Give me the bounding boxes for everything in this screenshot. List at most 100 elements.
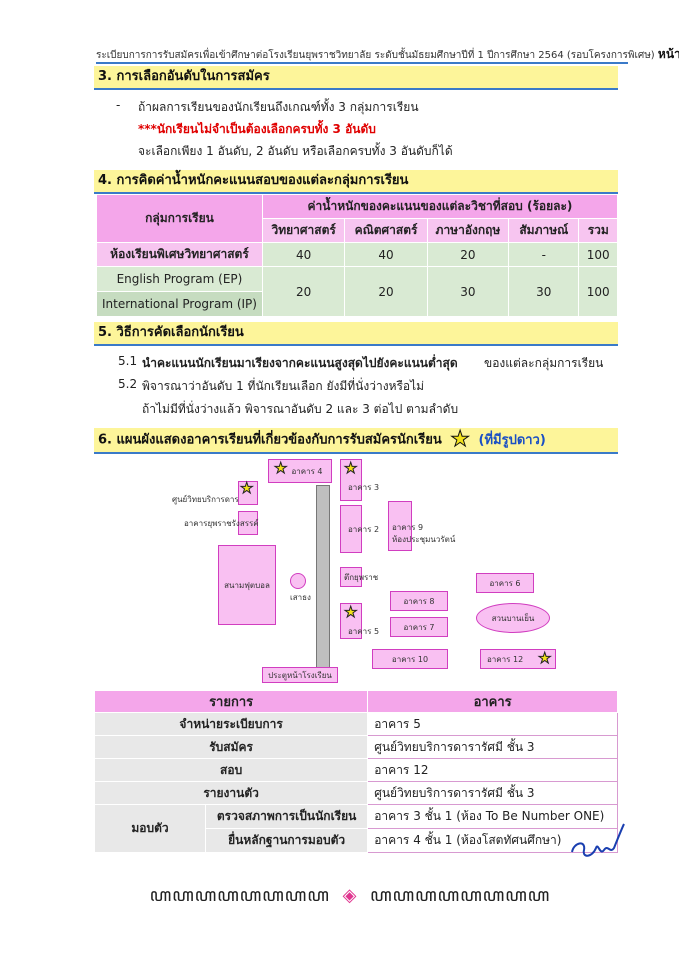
football-label: สนามฟุตบอล xyxy=(224,580,270,590)
building-7-label: อาคาร 7 xyxy=(403,622,435,632)
table-cell: 30 xyxy=(508,266,580,317)
building-8: อาคาร 8 xyxy=(390,591,448,611)
table-cell: 30 xyxy=(426,266,510,317)
header-group: กลุ่มการเรียน xyxy=(96,194,263,243)
header-rule xyxy=(96,62,628,64)
section6-title: 6. แผนผังแสดงอาคารเรียนที่เกี่ยวข้องกับก… xyxy=(98,432,442,448)
building-12-label: อาคาร 12 xyxy=(487,654,524,664)
table-row-place: อาคาร 5 xyxy=(367,712,618,736)
table-row-place: อาคาร 12 xyxy=(367,758,618,782)
star-icon: ★ xyxy=(343,603,358,621)
table-row-item: สอบ xyxy=(93,758,369,782)
page-label: หน้า xyxy=(657,47,679,61)
item1-number: 5.1 xyxy=(118,354,138,368)
building-9-sublabel: ห้องประชุมนวรัตน์ xyxy=(392,535,456,544)
table-cell: 100 xyxy=(578,266,618,317)
building-3 xyxy=(340,459,362,501)
header-weight: ค่าน้ำหนักของคะแนนของแต่ละวิชาที่สอบ (ร้… xyxy=(261,194,619,219)
col-interview: สัมภาษณ์ xyxy=(508,218,580,243)
building-8-label: อาคาร 8 xyxy=(403,596,435,606)
section4-rule xyxy=(94,192,618,194)
table-row-item: รับสมัคร xyxy=(93,735,369,759)
science-center-label: ศูนย์วิทยบริการดารารัศมี xyxy=(172,495,258,504)
building-6-label: อาคาร 6 xyxy=(489,578,521,588)
ornament-right: ꦲꦲꦲꦲꦲꦲꦲꦲ xyxy=(370,885,551,906)
header-title: ระเบียบการการรับสมัครเพื่อเข้าศึกษาต่อโร… xyxy=(96,50,655,61)
table-row-item: ยื่นหลักฐานการมอบตัว xyxy=(204,828,369,853)
item2-line2: ถ้าไม่มีที่นั่งว่างแล้ว พิจารณาอันดับ 2 … xyxy=(142,402,459,416)
item2-line1: พิจารณาว่าอันดับ 1 ที่นักเรียนเลือก ยังม… xyxy=(142,379,425,393)
building-4-label: อาคาร 4 xyxy=(291,466,323,476)
page-header: ระเบียบการการรับสมัครเพื่อเข้าศึกษาต่อโร… xyxy=(96,44,679,64)
tuek-yuparaj xyxy=(340,567,362,587)
star-icon: ★ xyxy=(537,649,552,667)
item1-rest: ของแต่ละกลุ่มการเรียน xyxy=(484,356,604,370)
section6-title-bar: 6. แผนผังแสดงอาคารเรียนที่เกี่ยวข้องกับก… xyxy=(94,427,618,452)
table-row-place: อาคาร 3 ชั้น 1 (ห้อง To Be Number ONE) xyxy=(367,804,618,829)
tuek-label: ตึกยุพราช xyxy=(344,573,379,582)
section3-line1: ถ้าผลการเรียนของนักเรียนถึงเกณฑ์ทั้ง 3 ก… xyxy=(138,100,419,114)
building-5 xyxy=(340,603,362,639)
col-english: ภาษาอังกฤษ xyxy=(426,218,510,243)
table-cell: 40 xyxy=(344,242,428,267)
section3-rule xyxy=(94,88,618,90)
table-cell: 40 xyxy=(261,242,346,267)
table-cell: - xyxy=(508,242,580,267)
table-row-item: จำหน่ายระเบียบการ xyxy=(93,712,369,736)
footer-ornament: ꦲꦲꦲꦲꦲꦲꦲꦲ ◈ ꦲꦲꦲꦲꦲꦲꦲꦲ xyxy=(120,882,580,918)
building-7: อาคาร 7 xyxy=(390,617,448,637)
building-5-label: อาคาร 5 xyxy=(348,627,380,636)
garden-label: สวนบานเย็น xyxy=(491,613,535,623)
football-field: สนามฟุตบอล xyxy=(218,545,276,625)
row-science-name: ห้องเรียนพิเศษวิทยาศาสตร์ xyxy=(96,242,263,267)
table-row-item: รายงานตัว xyxy=(93,781,369,805)
science-center xyxy=(238,481,258,505)
table-row-place: ศูนย์วิทยบริการดารารัศมี ชั้น 3 xyxy=(367,781,618,805)
table-cell: 20 xyxy=(261,266,346,317)
yuparaj-label: อาคารยุพราชรังสรรค์ xyxy=(184,519,259,528)
col-total: รวม xyxy=(578,218,618,243)
building-3-label: อาคาร 3 xyxy=(348,483,380,492)
building-9-label: อาคาร 9 xyxy=(392,523,424,532)
section5-rule xyxy=(94,344,618,346)
building-2-label: อาคาร 2 xyxy=(348,525,380,534)
location-table: รายการ อาคาร จำหน่ายระเบียบการ อาคาร 5 ร… xyxy=(93,690,618,853)
building-12: อาคาร 12 xyxy=(480,649,556,669)
star-icon: ★ xyxy=(450,427,471,452)
table-row-place: ศูนย์วิทยบริการดารารัศมี ชั้น 3 xyxy=(367,735,618,759)
section3-title: 3. การเลือกอันดับในการสมัคร xyxy=(94,66,618,88)
section6-rule xyxy=(94,452,618,454)
garden: สวนบานเย็น xyxy=(476,603,550,633)
section3-warning: ***นักเรียนไม่จำเป็นต้องเลือกครบทั้ง 3 อ… xyxy=(138,122,376,136)
row-ip-name: International Program (IP) xyxy=(96,291,263,317)
ornament-center-icon: ◈ xyxy=(342,885,358,906)
section3-line3: จะเลือกเพียง 1 อันดับ, 2 อันดับ หรือเลือ… xyxy=(138,144,453,158)
group-label: มอบตัว xyxy=(94,804,206,853)
section5-title: 5. วิธีการคัดเลือกนักเรียน xyxy=(94,322,618,344)
table-cell: 20 xyxy=(344,266,428,317)
section3-dash: - xyxy=(116,98,121,112)
flagpole-icon xyxy=(290,573,306,589)
signature xyxy=(571,823,625,857)
item1-bold: นำคะแนนนักเรียนมาเรียงจากคะแนนสูงสุดไปยั… xyxy=(142,356,458,370)
star-icon: ★ xyxy=(273,459,288,477)
star-icon: ★ xyxy=(239,479,254,497)
row-ep-name: English Program (EP) xyxy=(96,266,263,292)
gate-label: ประตูหน้าโรงเรียน xyxy=(268,670,332,680)
col-math: คณิตศาสตร์ xyxy=(344,218,428,243)
table-row-item: ตรวจสภาพการเป็นนักเรียน xyxy=(204,804,369,829)
table-cell: 100 xyxy=(578,242,618,267)
campus-map: อาคาร 4 ★ ★ อาคาร 3 อาคาร 2 อาคาร 9 ห้อง… xyxy=(150,455,570,685)
building-10: อาคาร 10 xyxy=(372,649,448,669)
ornament-left: ꦲꦲꦲꦲꦲꦲꦲꦲ xyxy=(149,885,330,906)
section6-note: (ที่มีรูปดาว) xyxy=(478,432,546,448)
building-10-label: อาคาร 10 xyxy=(391,654,429,664)
table-cell: 20 xyxy=(426,242,510,267)
building-4: อาคาร 4 xyxy=(268,459,332,483)
star-icon: ★ xyxy=(343,459,358,477)
building-6: อาคาร 6 xyxy=(476,573,534,593)
col-science: วิทยาศาสตร์ xyxy=(261,218,346,243)
school-gate: ประตูหน้าโรงเรียน xyxy=(262,667,338,683)
item2-number: 5.2 xyxy=(118,377,138,391)
section4-title: 4. การคิดค่าน้ำหนักคะแนนสอบของแต่ละกลุ่ม… xyxy=(94,170,618,192)
